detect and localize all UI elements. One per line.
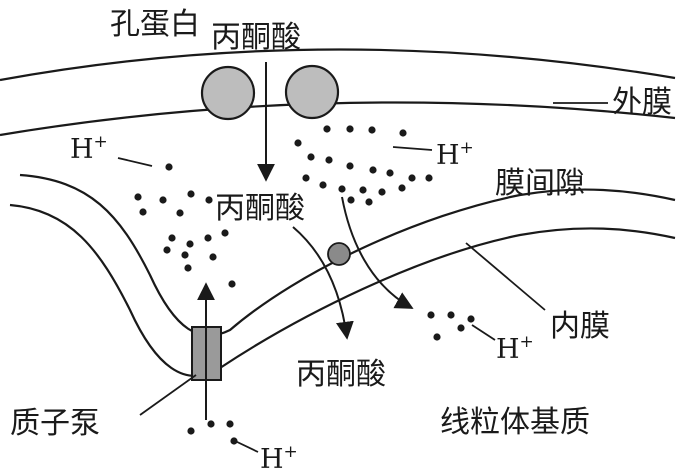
hydrogen-ion-dot [398, 184, 406, 192]
inner-membrane-leader [465, 242, 546, 311]
hplus-label-left: H+ [70, 132, 108, 165]
hydrogen-ion-dot [457, 324, 465, 332]
hplus-right-leader [392, 146, 433, 151]
hydrogen-ion-dot [369, 166, 377, 174]
hydrogen-ion-dot [294, 139, 302, 147]
proton-pump-leader [139, 374, 197, 416]
pyruvate-label-bottom: 丙酮酸 [296, 357, 386, 392]
hplus-label-bottom: H+ [260, 442, 298, 473]
hydrogen-ion-dot [159, 196, 167, 204]
hydrogen-ion-dot [368, 126, 376, 134]
proton-arrow-through-carrier [341, 196, 414, 309]
hydrogen-ion-dot [386, 169, 394, 177]
hydrogen-ion-dot [338, 185, 346, 193]
hplus-label-right: H+ [436, 138, 474, 171]
hydrogen-ion-dot [302, 174, 310, 182]
inner-membrane-label: 内膜 [550, 309, 610, 344]
hydrogen-ion-dot [163, 246, 171, 254]
hplus-inner-leader [471, 324, 496, 341]
inner-membrane-upper-line [19, 173, 676, 337]
hydrogen-ion-dot [346, 162, 354, 170]
outer-membrane-upper-line [0, 48, 676, 82]
hydrogen-ion-dot [228, 280, 236, 288]
hydrogen-ion-dot [204, 234, 212, 242]
hydrogen-ion-dot [221, 229, 229, 237]
hydrogen-ion-dot [347, 196, 355, 204]
outer-membrane-lower-line [0, 101, 676, 137]
hydrogen-ion-dot [181, 251, 189, 259]
matrix-label: 线粒体基质 [440, 405, 590, 440]
hydrogen-ion-dot [378, 188, 386, 196]
hydrogen-ion-dot [433, 333, 441, 341]
hydrogen-ion-dot [319, 181, 327, 189]
outer-membrane-label: 外膜 [612, 85, 672, 120]
hydrogen-ion-dot [427, 311, 435, 319]
hplus-label-inner: H+ [496, 332, 534, 365]
hydrogen-ion-dot [139, 208, 147, 216]
porin-right [284, 64, 340, 120]
hydrogen-ion-dot [168, 234, 176, 242]
intermembrane-space-label: 膜间隙 [495, 166, 585, 201]
hydrogen-ion-dot [134, 193, 142, 201]
hydrogen-ion-dots [134, 125, 475, 445]
hydrogen-ion-dot [346, 125, 354, 133]
hydrogen-ion-dot [323, 125, 331, 133]
hydrogen-ion-dot [359, 186, 367, 194]
hplus-left-leader [117, 157, 153, 167]
hydrogen-ion-dot [425, 174, 433, 182]
hydrogen-ion-dot [165, 163, 173, 171]
hydrogen-ion-dot [226, 420, 234, 428]
hydrogen-ion-dot [209, 253, 217, 261]
hydrogen-ion-dot [365, 198, 373, 206]
hydrogen-ion-dot [399, 129, 407, 137]
porin-label: 孔蛋白 [110, 7, 200, 42]
proton-pump-label: 质子泵 [10, 406, 100, 441]
hydrogen-ion-dot [187, 427, 195, 435]
hydrogen-ion-dot [176, 209, 184, 217]
pyruvate-carrier [327, 242, 351, 266]
hydrogen-ion-dot [230, 437, 238, 445]
hydrogen-ion-dot [447, 311, 455, 319]
hydrogen-ion-dot [187, 190, 195, 198]
pyruvate-arrow-into-matrix [292, 226, 354, 340]
hydrogen-ion-dot [325, 156, 333, 164]
inner-membrane-lower-line [9, 203, 676, 378]
hydrogen-ion-dot [307, 153, 315, 161]
hydrogen-ion-dot [207, 420, 215, 428]
pyruvate-label-middle: 丙酮酸 [215, 191, 305, 226]
pyruvate-label-top: 丙酮酸 [211, 20, 301, 55]
hydrogen-ion-dot [184, 264, 192, 272]
porin-left [200, 65, 256, 121]
hydrogen-ion-dot [408, 174, 416, 182]
hydrogen-ion-dot [467, 315, 475, 323]
hydrogen-ion-dot [186, 240, 194, 248]
hydrogen-ion-dot [205, 196, 213, 204]
